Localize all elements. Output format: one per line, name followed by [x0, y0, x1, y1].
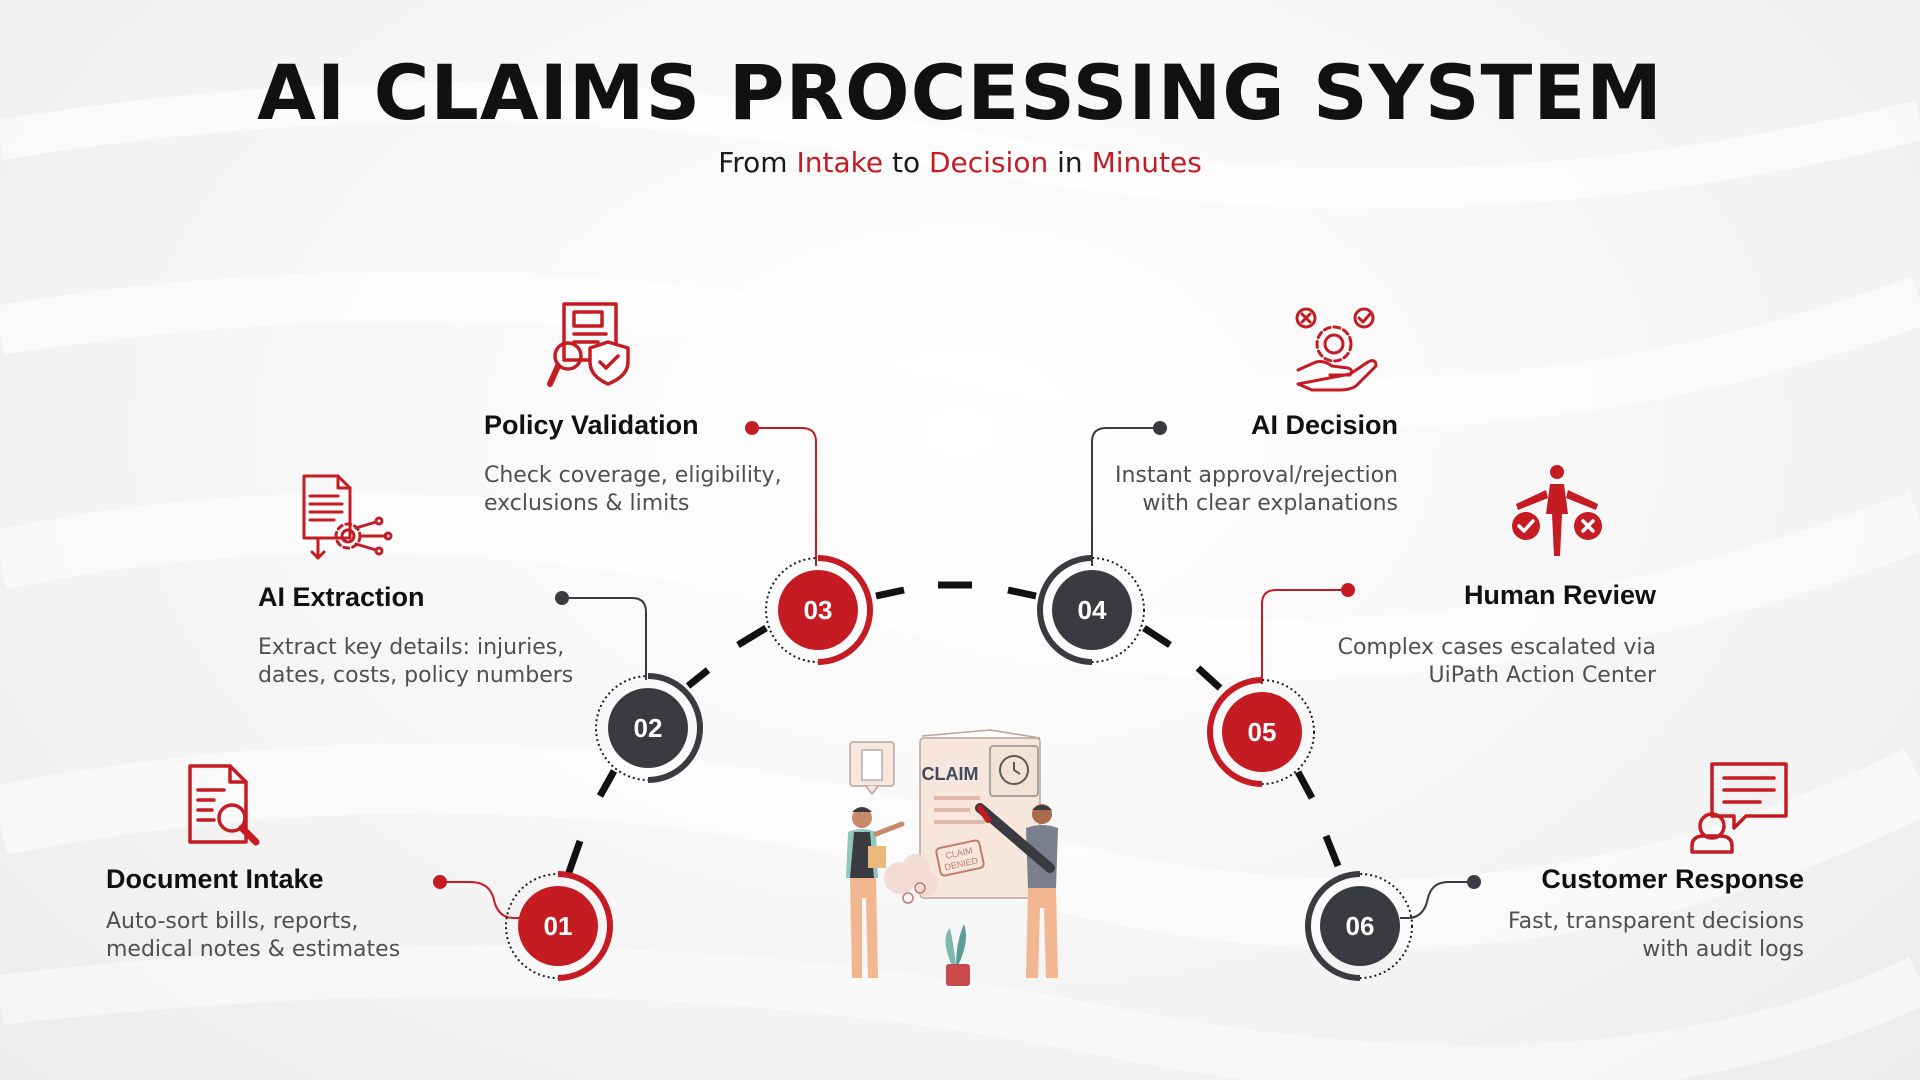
step-desc-05: Complex cases escalated via UiPath Actio…	[1338, 634, 1656, 690]
document-search-icon	[188, 764, 260, 846]
step-number-04: 04	[1078, 595, 1107, 625]
step-title-05: Human Review	[1463, 580, 1656, 610]
customer-chat-icon	[1690, 762, 1788, 854]
step-desc-04-line-1: Instant approval/rejection	[1114, 463, 1398, 488]
hand-gear-decision-icon	[1295, 307, 1378, 392]
step-desc-01: Auto-sort bills, reports, medical notes …	[106, 908, 400, 964]
step-desc-01-line-2: medical notes & estimates	[106, 937, 401, 962]
document-gear-icon	[302, 474, 393, 560]
subtitle-minutes: Minutes	[1091, 146, 1202, 179]
step-desc-03-line-2: exclusions & limits	[484, 491, 690, 516]
step-circle-03	[765, 555, 873, 665]
step-circle-01	[505, 871, 613, 981]
step-desc-01-line-1: Auto-sort bills, reports,	[106, 909, 359, 934]
step-desc-06: Fast, transparent decisions with audit l…	[1508, 908, 1804, 964]
step-number-01: 01	[544, 911, 573, 941]
connector-03	[745, 421, 817, 566]
step-desc-06-line-2: with audit logs	[1642, 937, 1804, 962]
step-desc-05-line-1: Complex cases escalated via	[1337, 635, 1656, 660]
step-circle-05	[1207, 677, 1315, 787]
step-circle-06	[1305, 871, 1413, 981]
person-approve-reject-icon	[1512, 465, 1602, 556]
step-number-02: 02	[634, 713, 663, 743]
page-title: AI CLAIMS PROCESSING SYSTEM	[257, 48, 1663, 137]
step-desc-04-line-2: with clear explanations	[1142, 491, 1398, 516]
step-desc-05-line-2: UiPath Action Center	[1428, 663, 1656, 688]
step-title-04: AI Decision	[1250, 410, 1398, 440]
step-desc-02: Extract key details: injuries, dates, co…	[258, 634, 573, 690]
connector-01	[433, 875, 520, 919]
step-desc-02-line-2: dates, costs, policy numbers	[258, 663, 574, 688]
subtitle-to: to	[891, 146, 921, 179]
claim-label: CLAIM	[922, 764, 979, 784]
page-subtitle: From Intake to Decision in Minutes	[0, 146, 1920, 179]
subtitle-from: From	[718, 146, 788, 179]
step-title-03: Policy Validation	[484, 410, 699, 440]
connector-05	[1261, 583, 1355, 684]
step-circle-04	[1037, 555, 1145, 665]
step-title-02: AI Extraction	[258, 582, 425, 612]
policy-shield-icon	[547, 302, 630, 387]
step-title-01: Document Intake	[106, 864, 324, 894]
step-desc-03: Check coverage, eligibility, exclusions …	[484, 462, 782, 518]
connector-04	[1091, 421, 1167, 566]
step-number-06: 06	[1346, 911, 1375, 941]
step-title-06: Customer Response	[1541, 864, 1804, 894]
step-circle-02	[595, 673, 703, 783]
step-number-05: 05	[1248, 717, 1277, 747]
connector-02	[555, 591, 647, 680]
step-desc-03-line-1: Check coverage, eligibility,	[484, 463, 782, 488]
arc-dashes	[564, 581, 1342, 877]
claim-review-illustration: CLAIM CLAIM DENIED	[846, 729, 1058, 986]
step-desc-02-line-1: Extract key details: injuries,	[258, 635, 565, 660]
subtitle-decision: Decision	[929, 146, 1049, 179]
step-number-03: 03	[804, 595, 833, 625]
subtitle-in: in	[1057, 146, 1083, 179]
step-desc-06-line-1: Fast, transparent decisions	[1507, 909, 1804, 934]
step-desc-04: Instant approval/rejection with clear ex…	[1115, 462, 1398, 518]
subtitle-intake: Intake	[796, 146, 884, 179]
connector-06	[1400, 875, 1481, 919]
